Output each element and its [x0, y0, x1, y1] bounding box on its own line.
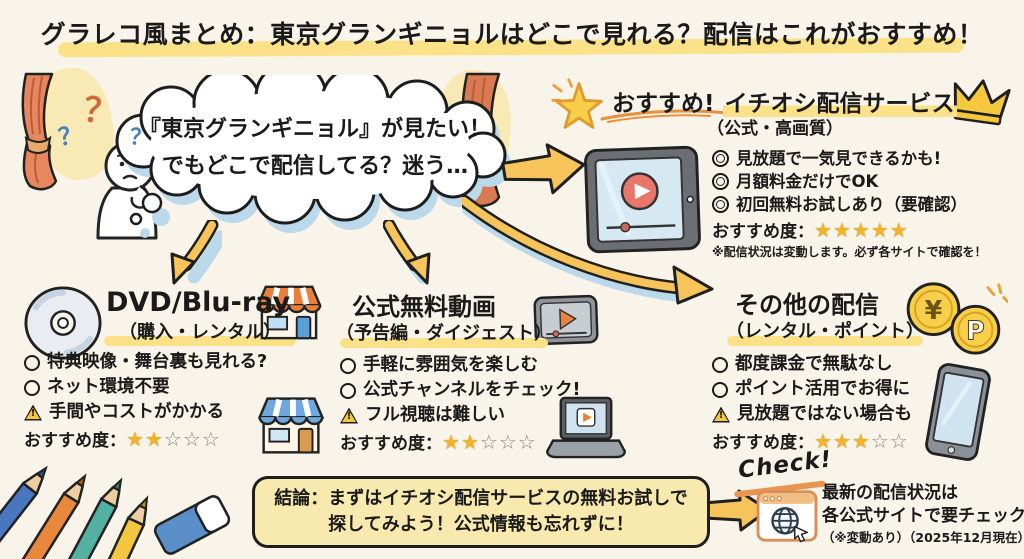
rating-row: おすすめ度：★★☆☆☆	[24, 426, 267, 452]
section-subheading-other: （レンタル・ポイント）	[726, 321, 924, 342]
section-heading-other: その他の配信	[735, 291, 879, 319]
rating-label: おすすめ度：	[24, 431, 126, 451]
rating-label: おすすめ度：	[340, 434, 442, 454]
rating-label: おすすめ度：	[712, 222, 814, 242]
arrow-right-small-icon	[702, 489, 770, 532]
arrow-down-right-icon	[383, 220, 431, 285]
feature-text: 見放題で一気見できるかも!	[736, 149, 942, 168]
feature-item: 月額料金だけでOK	[712, 170, 967, 193]
star-rating: ★★☆☆☆	[442, 429, 537, 454]
feature-item: 手間やコストがかかる	[24, 400, 267, 425]
recommend-subheading: （公式・高画質）	[707, 119, 843, 139]
warning-icon	[24, 404, 42, 421]
stage-curtain-left-icon	[21, 72, 58, 191]
dvd-disc-icon	[24, 286, 102, 360]
circle-bullet-icon	[340, 357, 356, 374]
feature-text: 月額料金だけでOK	[736, 172, 879, 191]
feature-item: 都度課金で無駄なし	[712, 352, 912, 377]
section-heading-freevideo: 公式無料動画	[352, 293, 496, 321]
subheading-highlight	[104, 336, 296, 346]
feature-text: 見放題ではない場合も	[737, 404, 912, 424]
arrow-down-left-icon	[170, 220, 222, 285]
feature-text: ネット環境不要	[47, 377, 170, 397]
video-player-icon	[533, 294, 599, 346]
check-text-line1: 最新の配信状況は	[822, 483, 958, 503]
conclusion-line2: 探してみよう！公式情報も忘れずに！	[328, 514, 634, 535]
feature-item: ネット環境不要	[24, 375, 267, 400]
recommend-heading-text: イチオシ配信サービス	[722, 91, 957, 117]
feature-item: 見放題ではない場合も	[712, 402, 912, 427]
arrow-long-swoosh-icon	[462, 194, 714, 305]
check-text-line2: 各公式サイトで要チェック!	[822, 506, 1024, 526]
star-badge-icon	[551, 78, 603, 129]
yen-symbol: ¥	[925, 295, 943, 325]
feature-item: 初回無料お試しあり（要確認）	[712, 193, 967, 216]
subheading-highlight	[727, 336, 923, 346]
recommend-badge: おすすめ!	[612, 91, 715, 117]
warning-icon	[712, 406, 730, 423]
bubble-text-line2: でもどこで配信してる？迷う…	[161, 154, 469, 179]
rating-label: おすすめ度：	[712, 433, 814, 453]
double-circle-bullet-icon	[712, 150, 729, 167]
circle-bullet-icon	[24, 379, 40, 396]
smartphone-icon	[925, 363, 991, 461]
recommend-heading: おすすめ! イチオシ配信サービス	[612, 84, 957, 118]
feature-text: 特典映像・舞台裏も見れる?	[47, 352, 268, 372]
subheading-highlight	[340, 338, 548, 348]
section-heading-dvd: DVD/Blu-ray	[106, 287, 291, 318]
circle-bullet-icon	[712, 381, 728, 398]
point-symbol: P	[966, 315, 985, 345]
feature-item: 手軽に雰囲気を楽しむ	[340, 353, 580, 378]
rating-row: おすすめ度：★★★☆☆	[712, 428, 912, 454]
feature-item: ポイント活用でお得に	[712, 377, 912, 402]
other-points: 都度課金で無駄なし ポイント活用でお得に 見放題ではない場合も おすすめ度：★★…	[712, 352, 912, 453]
double-circle-bullet-icon	[712, 173, 729, 190]
conclusion-box: 結論：まずはイチオシ配信サービスの無料お試しで 探してみよう！公式情報も忘れずに…	[252, 476, 710, 548]
check-text-line3: （※変動あり）（2025年12月現在）	[822, 530, 1024, 545]
feature-text: ポイント活用でお得に	[735, 379, 910, 399]
feature-item: 特典映像・舞台裏も見れる?	[24, 350, 267, 375]
circle-bullet-icon	[340, 382, 356, 399]
coin-icons: ¥ P	[906, 282, 1008, 355]
page-title: グラレコ風まとめ：東京グランギニョルはどこで見れる？配信はこれがおすすめ！	[40, 20, 984, 49]
rating-row: おすすめ度：★★★★★	[712, 217, 967, 243]
question-mark-icon: ？	[80, 89, 121, 135]
bubble-text-line1: 『東京グランギニョル』が見たい！	[138, 117, 491, 142]
recommend-note: ※配信状況は変動します。必ず各サイトで確認を！	[712, 245, 987, 259]
circle-bullet-icon	[24, 354, 40, 371]
orange-swoosh-underline	[600, 109, 728, 123]
browser-globe-icon	[756, 490, 818, 543]
thought-bubble	[115, 75, 511, 238]
double-circle-bullet-icon	[712, 196, 729, 213]
freevideo-points: 手軽に雰囲気を楽しむ 公式チャンネルをチェック! フル視聴は難しい おすすめ度：…	[340, 353, 580, 454]
dvd-points: 特典映像・舞台裏も見れる? ネット環境不要 手間やコストがかかる おすすめ度：★…	[24, 350, 267, 451]
feature-text: フル視聴は難しい	[365, 405, 505, 425]
feature-item: 見放題で一気見できるかも!	[712, 147, 967, 170]
feature-text: 手軽に雰囲気を楽しむ	[363, 355, 538, 375]
colored-pencils-icon	[0, 465, 231, 559]
recommend-points: 見放題で一気見できるかも! 月額料金だけでOK 初回無料お試しあり（要確認） お…	[712, 147, 967, 242]
star-rating: ★★☆☆☆	[126, 426, 221, 451]
feature-item: 公式チャンネルをチェック!	[340, 378, 580, 403]
arrow-right-icon	[501, 143, 586, 195]
conclusion-line1: 結論：まずはイチオシ配信サービスの無料お試しで	[274, 488, 688, 509]
laptop-icon	[545, 396, 627, 459]
feature-item: フル視聴は難しい	[340, 403, 580, 428]
section-subheading-freevideo: （予告編・ダイジェスト）	[336, 323, 552, 344]
star-rating: ★★★★★	[814, 217, 909, 242]
store-icon	[257, 397, 325, 454]
section-subheading-dvd: （購入・レンタル）	[119, 322, 281, 343]
warning-icon	[340, 407, 358, 424]
rating-row: おすすめ度：★★☆☆☆	[340, 429, 580, 455]
feature-text: 都度課金で無駄なし	[735, 354, 893, 374]
store-icon	[256, 285, 322, 340]
tablet-video-icon	[584, 145, 701, 254]
feature-text: 初回無料お試しあり（要確認）	[736, 195, 967, 214]
feature-text: 手間やコストがかかる	[49, 402, 224, 422]
feature-text: 公式チャンネルをチェック!	[363, 380, 581, 400]
star-rating: ★★★☆☆	[814, 428, 909, 453]
circle-bullet-icon	[712, 356, 728, 373]
